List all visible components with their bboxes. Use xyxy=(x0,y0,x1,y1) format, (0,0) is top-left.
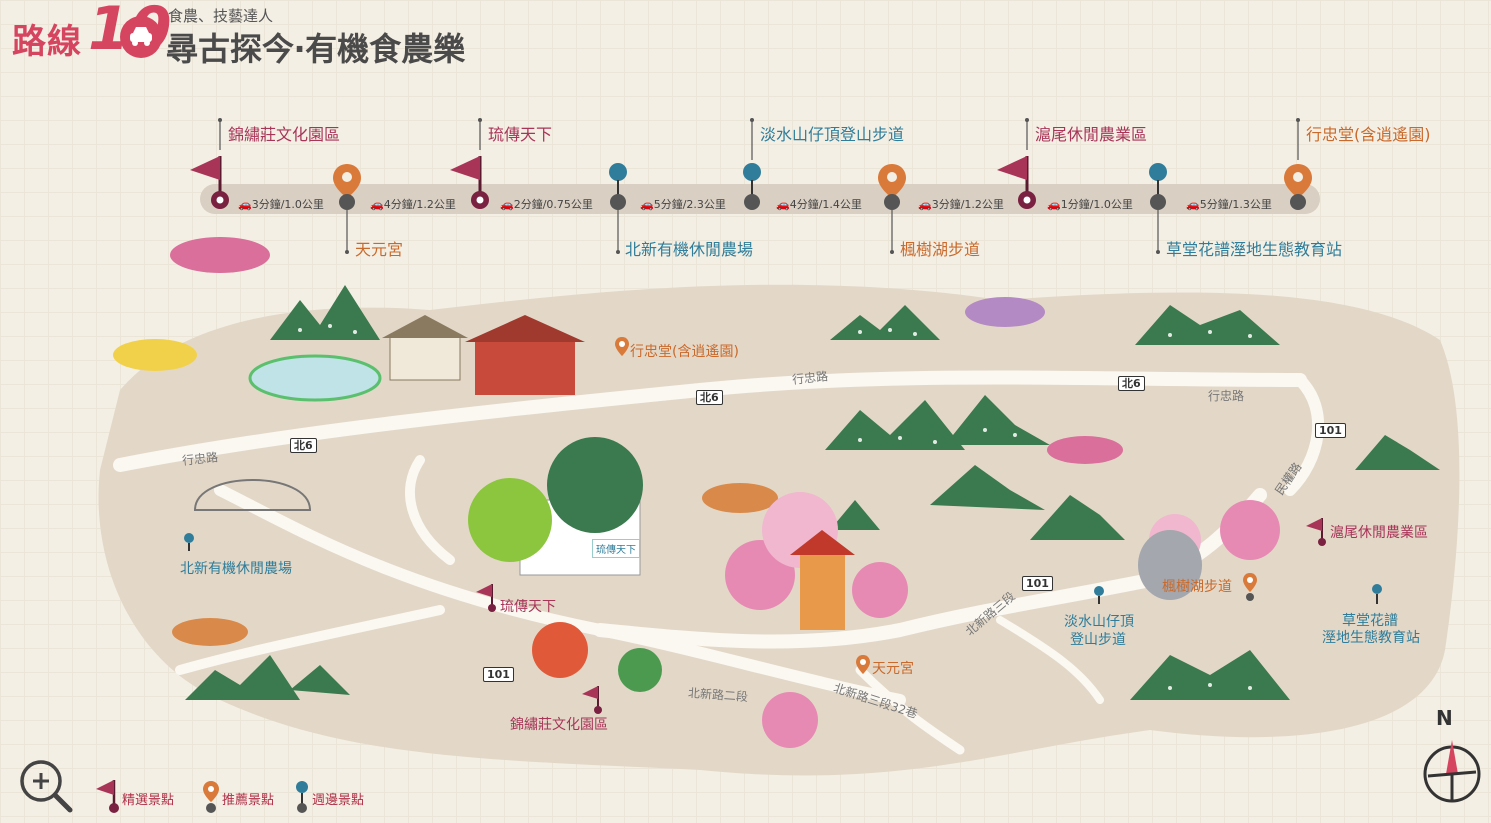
car-icon: 🚗 xyxy=(1047,198,1061,211)
flag-icon[interactable] xyxy=(474,582,498,614)
flag-icon[interactable] xyxy=(580,684,604,716)
orange-pin-icon[interactable] xyxy=(1282,162,1314,214)
stop-label-caotang[interactable]: 草堂花譜溼地生態教育站 xyxy=(1166,240,1343,259)
car-icon: 🚗 xyxy=(640,198,654,211)
flag-icon[interactable] xyxy=(993,150,1037,214)
stop-label-beixin-farm[interactable]: 北新有機休閒農場 xyxy=(625,240,754,259)
legend-flag-icon xyxy=(96,780,119,813)
orange-pin-icon[interactable] xyxy=(876,162,908,214)
car-icon: 🚗 xyxy=(238,198,252,211)
orange-pin-icon[interactable] xyxy=(614,336,630,360)
stop-label-huwei[interactable]: 滬尾休閒農業區 xyxy=(1035,125,1148,144)
segment-8: 🚗5分鐘/1.3公里 xyxy=(1186,198,1272,211)
segment-6: 🚗3分鐘/1.2公里 xyxy=(918,198,1004,211)
car-icon: 🚗 xyxy=(500,198,514,211)
orange-pin-icon[interactable] xyxy=(855,654,871,678)
segment-4: 🚗5分鐘/2.3公里 xyxy=(640,198,726,211)
stop-label-tianyuan[interactable]: 天元宮 xyxy=(355,240,404,259)
orange-pin-icon[interactable] xyxy=(331,162,363,214)
blue-pin-icon[interactable] xyxy=(182,532,196,554)
map-label-caotang-2[interactable]: 溼地生態教育站 xyxy=(1322,630,1420,646)
flag-icon[interactable] xyxy=(186,150,230,214)
segment-5: 🚗4分鐘/1.4公里 xyxy=(776,198,862,211)
road-shield: 101 xyxy=(1315,423,1346,438)
road-shield: 101 xyxy=(483,667,514,682)
route-title: 尋古探今‧有機食農樂 xyxy=(166,30,466,68)
blue-pin-icon[interactable] xyxy=(1092,585,1106,607)
segment-2: 🚗4分鐘/1.2公里 xyxy=(370,198,456,211)
stop-label-liuchuan[interactable]: 琉傳天下 xyxy=(488,125,553,144)
segment-1: 🚗3分鐘/1.0公里 xyxy=(238,198,324,211)
legend-blue-pin-icon xyxy=(296,781,308,813)
road-shield: 北6 xyxy=(290,438,317,453)
legend-nearby: 週邊景點 xyxy=(312,793,365,808)
car-icon: 🚗 xyxy=(1186,198,1200,211)
flag-icon[interactable] xyxy=(1304,516,1328,548)
map-label-shanzaiding-1[interactable]: 淡水山仔頂 xyxy=(1064,614,1134,630)
legend-recommended: 推薦景點 xyxy=(222,793,275,808)
map-label-shanzaiding-2[interactable]: 登山步道 xyxy=(1070,632,1126,648)
blue-pin-icon[interactable] xyxy=(1370,583,1384,607)
car-icon: 🚗 xyxy=(370,198,384,211)
road-shield: 北6 xyxy=(1118,376,1145,391)
map-label-jinxiuzhuang[interactable]: 錦繡莊文化園區 xyxy=(510,717,608,733)
stop-label-xingzhong[interactable]: 行忠堂(含逍遙園) xyxy=(1306,125,1431,144)
legend-orange-pin-icon xyxy=(203,781,219,813)
compass-icon xyxy=(1423,740,1481,803)
map-label-huwei[interactable]: 滬尾休閒農業區 xyxy=(1330,525,1428,541)
map-label-liuchuan[interactable]: 琉傳天下 xyxy=(500,599,556,615)
road-shield: 101 xyxy=(1022,576,1053,591)
map-label-tianyuan[interactable]: 天元宮 xyxy=(872,661,914,677)
segment-3: 🚗2分鐘/0.75公里 xyxy=(500,198,593,211)
route-label: 路線 xyxy=(12,22,82,62)
orange-pin-icon[interactable] xyxy=(1242,572,1258,602)
blue-pin-icon[interactable] xyxy=(740,162,764,214)
compass-north-label: N xyxy=(1436,706,1453,730)
map-illustration xyxy=(98,237,1460,776)
stop-label-fengshuhu[interactable]: 楓樹湖步道 xyxy=(900,240,981,259)
stop-label-shanzaiding[interactable]: 淡水山仔頂登山步道 xyxy=(760,125,905,144)
workshop-sign: 琉傳天下 xyxy=(592,539,640,558)
map-label-fengshuhu[interactable]: 楓樹湖步道 xyxy=(1162,579,1232,595)
legend-featured: 精選景點 xyxy=(122,793,175,808)
car-icon xyxy=(120,16,162,58)
road-shield: 北6 xyxy=(696,390,723,405)
flag-icon[interactable] xyxy=(446,150,490,214)
zoom-in-icon[interactable] xyxy=(16,756,74,814)
blue-pin-icon[interactable] xyxy=(606,162,630,214)
stop-label-jinxiuzhuang[interactable]: 錦繡莊文化園區 xyxy=(228,125,341,144)
road-label: 行忠路 xyxy=(1208,389,1245,403)
route-subtitle: 食農、技藝達人 xyxy=(168,7,274,25)
segment-7: 🚗1分鐘/1.0公里 xyxy=(1047,198,1133,211)
map-label-xingzhong[interactable]: 行忠堂(含逍遙園) xyxy=(630,344,739,360)
map-label-beixin-farm[interactable]: 北新有機休閒農場 xyxy=(180,561,292,577)
car-icon: 🚗 xyxy=(918,198,932,211)
blue-pin-icon[interactable] xyxy=(1146,162,1170,214)
car-icon: 🚗 xyxy=(776,198,790,211)
map-label-caotang-1[interactable]: 草堂花譜 xyxy=(1342,613,1398,629)
